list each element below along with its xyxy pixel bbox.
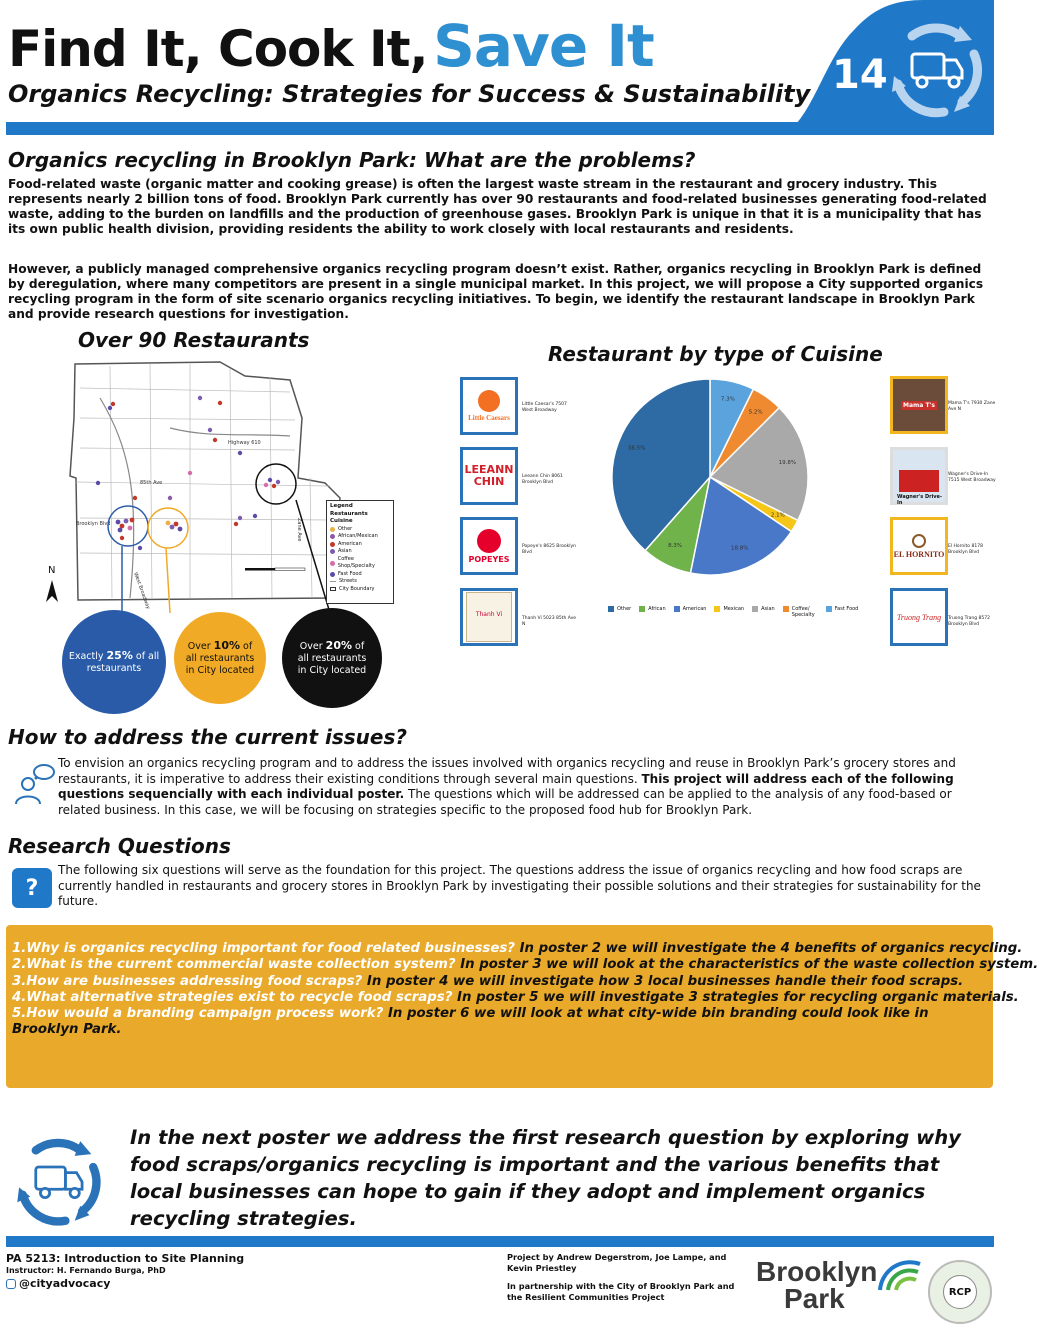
footer-bar xyxy=(6,1236,994,1247)
poster-title: Find It, Cook It, Save It xyxy=(8,12,655,80)
pie-slice-american xyxy=(689,475,793,576)
research-question-4: 4.What alternative strategies exist to r… xyxy=(12,989,1019,1005)
problems-paragraph-1: Food-related waste (organic matter and c… xyxy=(8,177,987,236)
recycle-truck-icon xyxy=(17,1138,101,1226)
logo-caption: El Hornito 8178 Brooklyn Blvd xyxy=(948,544,983,555)
research-question-1: 1.Why is organics recycling important fo… xyxy=(12,941,1023,956)
poster-number: 14 xyxy=(832,52,888,98)
legend-subtitle: Restaurants xyxy=(330,510,368,517)
logo-caption: Popeye's 8625 Brooklyn Blvd xyxy=(522,544,576,555)
map-street-label: Highway 610 xyxy=(228,440,261,446)
pie-legend-item: Coffee/ Specialty xyxy=(782,606,818,618)
logo-little-caesars: Little Caesars xyxy=(460,377,518,435)
address-paragraph: To envision an organics recycling progra… xyxy=(58,756,956,817)
logo-caption: Little Caesar's 7507 West Broadway xyxy=(522,402,567,413)
poster-header: Find It, Cook It, Save It Organics Recyc… xyxy=(0,0,1000,135)
restaurant-map: Highway 610 85th Ave Brooklyn Blvd West … xyxy=(46,361,341,614)
cuisine-chart-title: Restaurant by type of Cuisine xyxy=(548,342,883,366)
legend-title: Legend xyxy=(330,503,353,509)
cuisine-pie-chart: 7.3% 5.2% 19.8% 2.1% 18.8% 8.3% 38.5% xyxy=(611,378,809,576)
pie-legend-item: Other xyxy=(608,606,631,618)
rcp-logo: RCP xyxy=(928,1260,992,1324)
restaurant-points xyxy=(95,395,281,551)
problems-paragraph-2: However, a publicly managed comprehensiv… xyxy=(8,262,984,321)
pie-data-label: 38.5% xyxy=(628,445,645,451)
research-questions-box: 1.Why is organics recycling important fo… xyxy=(6,925,1038,1088)
legend-item: Fast Food xyxy=(330,571,390,579)
pie-data-label: 19.8% xyxy=(779,460,796,466)
research-question-5: 5.How would a branding campaign process … xyxy=(12,1006,929,1038)
legend-item: African/Mexican xyxy=(330,533,390,541)
social-handle[interactable]: @cityadvocacy xyxy=(6,1277,110,1290)
header-bar xyxy=(6,122,994,135)
poster-subtitle: Organics Recycling: Strategies for Succe… xyxy=(8,80,811,108)
pie-data-label: 7.3% xyxy=(721,397,735,403)
map-highlight-orange xyxy=(147,507,189,549)
legend-group: Cuisine xyxy=(330,518,353,524)
research-heading: Research Questions xyxy=(8,834,231,858)
callout-25-percent: Exactly 25% of all restaurants xyxy=(62,610,166,714)
partnership-note: In partnership with the City of Brooklyn… xyxy=(507,1281,735,1302)
logo-caption: Truong Trang 8572 Brooklyn Blvd xyxy=(948,616,990,627)
title-part-2: Save It xyxy=(433,12,655,80)
logo-truong-trang: Truong Trang xyxy=(890,588,948,646)
pie-slice-asian xyxy=(708,406,809,522)
brooklyn-park-arcs-icon xyxy=(878,1260,921,1291)
research-intro: The following six questions will serve a… xyxy=(58,863,981,908)
project-credits: Project by Andrew Degerstrom, Joe Lampe,… xyxy=(507,1252,727,1273)
pie-legend-item: Asian xyxy=(752,606,775,618)
research-question-3: 3.How are businesses addressing food scr… xyxy=(12,973,964,989)
pie-slice-other xyxy=(611,378,711,552)
header-corner-shape xyxy=(784,0,994,135)
conclusion-text: In the next poster we address the first … xyxy=(130,1126,961,1230)
pie-legend-item: American xyxy=(673,606,706,618)
legend-item: Coffee Shop/Specialty xyxy=(330,556,390,571)
legend-item: Streets xyxy=(330,578,390,586)
legend-item: American xyxy=(330,541,390,549)
recycle-truck-icon xyxy=(892,23,982,118)
title-part-1: Find It, Cook It, xyxy=(8,20,429,78)
logo-caption: Leeann Chin 8061 Brooklyn Blvd xyxy=(522,474,563,485)
brooklyn-park-logo: Brooklyn Park xyxy=(756,1256,878,1314)
logo-caption: Wagner's Drive-In 7515 West Broadway xyxy=(948,472,996,483)
logo-popeyes: POPEYES xyxy=(460,517,518,575)
address-heading: How to address the current issues? xyxy=(8,725,407,749)
pie-data-label: 8.3% xyxy=(668,543,682,549)
pie-legend-item: Fast Food xyxy=(825,606,858,618)
map-street-label: 85th Ave xyxy=(140,480,162,486)
legend-item: City Boundary xyxy=(330,586,390,594)
map-street-label: Zane Ave xyxy=(296,518,302,542)
map-legend: Legend Restaurants Cuisine Other African… xyxy=(326,500,394,604)
callout-20-percent: Over 20% of all restaurants in City loca… xyxy=(282,608,382,708)
course-name: PA 5213: Introduction to Site Planning xyxy=(6,1252,245,1265)
legend-item: Other xyxy=(330,526,390,534)
logo-thanh-vi: Thanh Vi xyxy=(460,588,518,646)
pie-data-label: 2.1% xyxy=(771,512,785,518)
question-mark-icon: ? xyxy=(12,868,52,908)
pie-legend: Other African American Mexican Asian Coffee/ … xyxy=(608,606,858,618)
callout-10-percent: Over 10% of all restaurants in City loca… xyxy=(174,612,266,704)
pie-legend-item: African xyxy=(639,606,666,618)
logo-wagners: Wagner's Drive-In xyxy=(890,447,948,506)
logo-el-hornito: EL HORNITO xyxy=(890,517,948,575)
logo-leeann-chin: LEEANN CHIN xyxy=(460,447,518,505)
research-question-2: 2.What is the current commercial waste c… xyxy=(12,957,1038,973)
north-arrow-icon: N xyxy=(46,565,58,602)
legend-item: Asian xyxy=(330,548,390,556)
map-highlight-black xyxy=(255,463,297,505)
svg-text:N: N xyxy=(48,565,55,576)
logo-caption: Thanh Vi 5023 85th Ave N xyxy=(522,616,577,627)
map-street-label: Brooklyn Blvd xyxy=(76,521,110,527)
pie-legend-item: Mexican xyxy=(714,606,744,618)
pie-data-label: 5.2% xyxy=(749,409,763,415)
instructor: Instructor: H. Fernando Burga, PhD xyxy=(6,1266,166,1275)
logo-mama-ts: Mama T's xyxy=(890,376,948,434)
instagram-icon xyxy=(6,1278,16,1289)
problems-heading: Organics recycling in Brooklyn Park: Wha… xyxy=(8,148,696,172)
logo-caption: Mama T's 7930 Zane Ave N xyxy=(948,401,996,412)
pie-data-label: 18.8% xyxy=(731,546,748,552)
person-speech-icon xyxy=(15,764,55,805)
map-title: Over 90 Restaurants xyxy=(78,328,310,352)
